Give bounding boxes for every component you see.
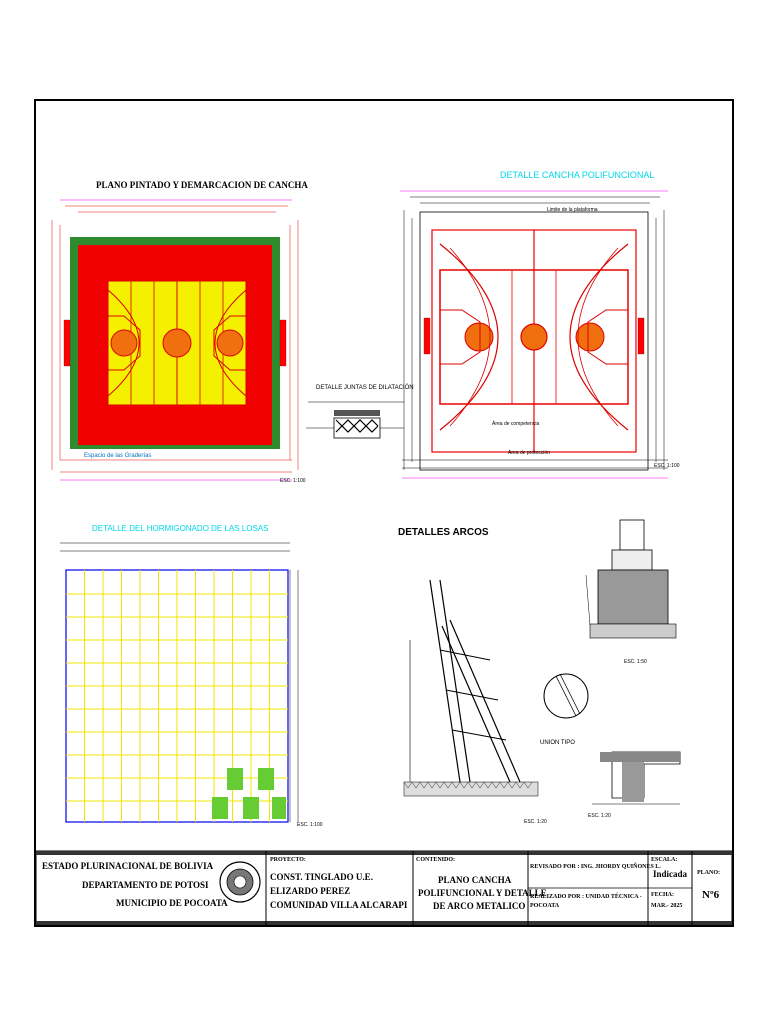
slab-grid [60,542,299,823]
tb-date-label: FECHA: [651,892,674,898]
tb-content-label: CONTENIDO: [416,857,456,863]
plan2-zone1: Área de competencia [492,421,540,427]
footing2-scale: ESC. 1:20 [588,813,611,819]
tb-scale-label: ESCALA: [651,857,678,863]
tb-content1: PLANO CANCHA [438,875,512,885]
slab-title: DETALLE DEL HORMIGONADO DE LAS LOSAS [92,524,269,533]
tb-sheet-value: Nº6 [702,889,720,901]
tb-made-by1: REALIZADO POR : UNIDAD TÉCNICA - [530,894,642,900]
tb-project1: CONST. TINGLADO U.E. [270,872,373,882]
tb-project-label: PROYECTO: [270,857,306,863]
arcs-title: DETALLES ARCOS [398,527,489,538]
tb-sheet-label: PLANO: [697,870,720,876]
footing-scale: ESC. 1:50 [624,659,647,665]
tb-entity2: DEPARTAMENTO DE POTOSI [82,880,209,890]
tb-project2: ELIZARDO PEREZ [270,886,351,896]
slab-scale: ESC. 1:100 [297,822,323,828]
tb-date-value: MAR.- 2025 [651,903,683,909]
arcs-type-label: UNION TIPO [540,740,575,746]
plan2-edge-label: Limite de la plataforma [547,207,598,213]
plan2-zone2: Área de protección [508,450,550,456]
arc-detail [403,579,589,797]
footing-detail [585,519,677,639]
plan1-court [51,199,299,481]
tb-made-by2: POCOATA [530,903,560,909]
tb-reviewed: REVISADO POR : ING. JHORDY QUIÑONES L. [530,864,661,870]
plan2-court [400,190,668,479]
plan1-note: Espacio de las Graderías [84,453,152,459]
tb-entity1: ESTADO PLURINACIONAL DE BOLIVIA [42,861,214,871]
title-block [35,850,733,926]
footing2-detail [592,751,681,805]
joint-title: DETALLE JUNTAS DE DILATACIÓN [316,385,414,391]
tb-content3: DE ARCO METALICO [433,901,526,911]
joint-detail [306,401,404,439]
arcs-scale: ESC. 1:20 [524,819,547,825]
plan1-title: PLANO PINTADO Y DEMARCACION DE CANCHA [96,180,308,190]
tb-content2: POLIFUNCIONAL Y DETALLE [418,888,547,898]
tb-project3: COMUNIDAD VILLA ALCARAPI [270,900,408,910]
plan2-scale: ESC. 1:100 [654,463,680,469]
plan2-title: DETALLE CANCHA POLIFUNCIONAL [500,170,655,180]
plan1-scale: ESC. 1:100 [280,478,306,484]
tb-entity3: MUNICIPIO DE POCOATA [116,898,228,908]
tb-scale-value: Indicada [653,869,688,879]
